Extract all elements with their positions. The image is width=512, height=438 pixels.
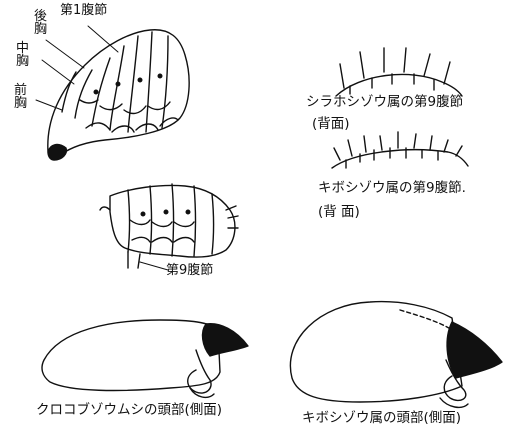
head-kiboshi-mandible <box>447 322 502 378</box>
shirahoshi-9th-segment <box>336 48 462 96</box>
label-prothorax: 前胸 <box>14 84 28 111</box>
caption-shirahoshi: シラホシゾウ属の第9腹節 <box>306 96 463 110</box>
head-kurokobu <box>42 320 220 397</box>
leader-lines <box>36 26 118 110</box>
caption-head-kiboshi: キボシゾウ属の頭部(側面) <box>302 412 461 426</box>
head-kurokobu-mandible <box>203 324 248 356</box>
label-abdomen-1: 第1腹節 <box>60 4 107 17</box>
caption-kiboshi: キボシゾウ属の第9腹節. <box>318 182 466 196</box>
larva-head-capsule <box>48 145 66 160</box>
kiboshi-9th-segment <box>332 132 468 168</box>
caption-kiboshi-sub: (背 面) <box>318 206 360 220</box>
label-mesothorax: 中胸 <box>16 42 30 69</box>
head-kiboshi <box>290 302 468 408</box>
label-9th-segment: 第9腹節 <box>166 264 213 277</box>
caption-head-kurokobu: クロコブゾウムシの頭部(側面) <box>36 404 222 418</box>
larva-lateral-view <box>48 30 189 158</box>
larva-dorsal-view <box>100 184 238 268</box>
caption-shirahoshi-sub: (背面) <box>312 118 350 132</box>
label-metathorax: 後胸 <box>34 10 48 37</box>
leader-line-9th <box>140 262 168 270</box>
